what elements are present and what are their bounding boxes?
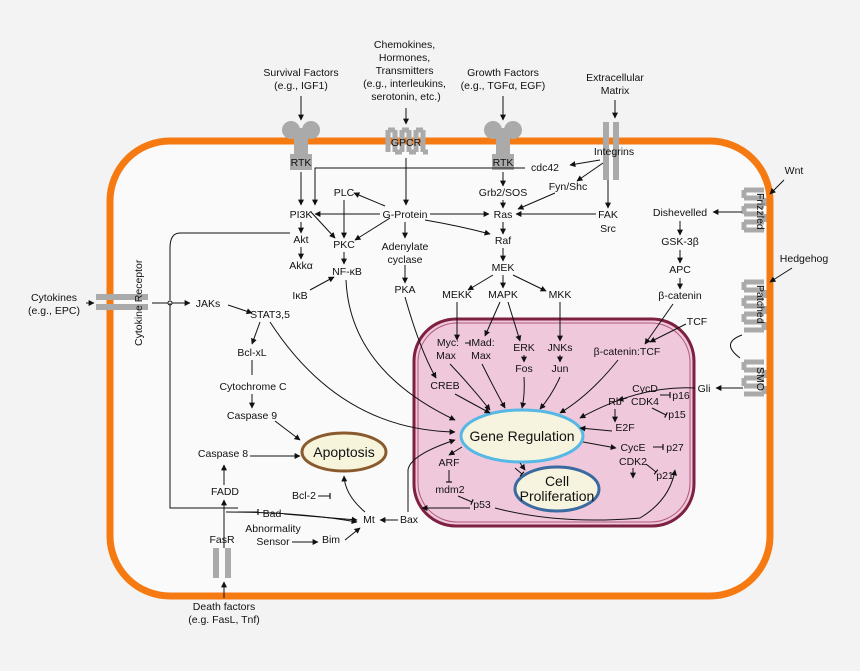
node-raf: Raf [495,235,511,247]
node-p15: p15 [668,409,686,421]
chemokines-label: Chemokines, Hormones, Transmitters (e.g.… [363,39,449,103]
node-cdc42: cdc42 [531,162,559,174]
cytoplasm-nodes: PI3K Akt Akkα PLC PKC NF-κB IκB G-Protei… [196,146,711,548]
node-mad: Mad: [471,337,494,349]
node-jun: Jun [552,363,569,375]
fasr-label: FasR [209,534,235,546]
node-cytc: Cytochrome C [219,381,287,393]
node-pka: PKA [394,284,415,296]
node-p21: p21 [656,470,674,482]
node-dishevelled: Dishevelled [653,207,707,219]
node-casp8: Caspase 8 [198,448,248,460]
node-mkk: MKK [549,289,572,301]
node-tcf: TCF [687,316,707,328]
node-integrins: Integrins [594,146,634,158]
node-casp9: Caspase 9 [227,410,277,422]
rtk1-receptor [282,121,320,170]
integrin-receptor [603,122,619,180]
node-cdk4: CDK4 [631,396,659,408]
node-fynshc: Fyn/Shc [549,181,588,193]
node-akka: Akkα [289,260,313,272]
node-jnks: JNKs [547,342,572,354]
node-myc: Myc: [437,337,459,349]
node-mekk: MEKK [442,289,472,301]
hedgehog-label: Hedgehog [780,253,829,265]
node-cdk2: CDK2 [619,456,647,468]
node-grb2: Grb2/SOS [479,187,527,199]
node-p27: p27 [666,442,684,454]
smo-label: SMO [754,367,766,391]
rtk1-label: RTK [291,157,312,169]
node-pkc: PKC [333,239,355,251]
node-fos: Fos [515,363,533,375]
wnt-label: Wnt [785,165,804,177]
node-p53: p53 [473,499,491,511]
node-mapk: MAPK [488,289,518,301]
node-gli: Gli [698,383,711,395]
node-bad: Bad [263,508,282,520]
node-erk: ERK [513,342,535,354]
rtk2-label: RTK [493,157,514,169]
apoptosis-label: Apoptosis [313,444,374,460]
frizzled-label: Frizzled [754,193,766,230]
apoptosis-ellipse [300,431,388,473]
node-max2: Max [471,350,492,362]
node-bim: Bim [322,534,340,546]
node-mdm2: mdm2 [435,484,464,496]
node-src: Src [600,223,616,235]
cell-proliferation-ellipse [513,465,601,513]
patched-receptor [741,279,767,333]
node-bclxl: Bcl-xL [237,347,266,359]
node-bax: Bax [400,514,419,526]
node-akt: Akt [293,234,308,246]
growth-factors-label: Growth Factors(e.g., TGFα, EGF) [461,67,546,92]
gene-regulation-ellipse [459,408,585,464]
node-cyce: CycE [620,442,645,454]
survival-factors-label: Survival Factors(e.g., IGF1) [263,67,338,92]
node-p16: p16 [672,390,690,402]
cytokine-receptor [96,294,148,310]
node-fadd: FADD [211,486,239,498]
node-mt: Mt [363,514,375,526]
node-bcl2: Bcl-2 [292,490,316,502]
node-ikb: IκB [292,290,307,302]
fasr-receptor [213,548,231,578]
node-mek: MEK [492,262,515,274]
cytokine-receptor-label: Cytokine Receptor [133,259,145,346]
node-fak: FAK [598,209,618,221]
node-e2f: E2F [615,422,634,434]
node-pi3k: PI3K [290,209,313,221]
node-max1: Max [436,350,457,362]
node-cycd: CycD [632,383,658,395]
frizzled-receptor [741,187,767,233]
gene-regulation-label: Gene Regulation [469,428,574,444]
node-ras: Ras [494,209,513,221]
patched-label: Patched [754,285,766,324]
death-factors-label: Death factors(e.g. FasL, Tnf) [188,601,260,626]
node-jaks: JAKs [196,298,221,310]
rtk2-receptor [484,121,522,170]
nucleus-nodes: Myc: Max Mad: Max ERK Fos JNKs Jun β-cat… [430,337,690,511]
smo-receptor [741,359,767,397]
node-nfkb: NF-κB [332,266,362,278]
gpcr-label: GPCR [391,137,422,149]
node-bcat: β-catenin [658,290,702,302]
pathway-arrows [86,96,793,598]
node-apc: APC [669,264,691,276]
node-creb: CREB [430,380,459,392]
gpcr-receptor [385,127,428,155]
node-gprotein: G-Protein [383,209,428,221]
node-gsk: GSK-3β [661,236,699,248]
node-bcattcf: β-catenin:TCF [594,346,661,358]
cytokines-label: Cytokines(e.g., EPC) [28,292,80,317]
node-plc: PLC [334,187,355,199]
node-arf: ARF [439,457,460,469]
node-stat: STAT3,5 [250,309,290,321]
